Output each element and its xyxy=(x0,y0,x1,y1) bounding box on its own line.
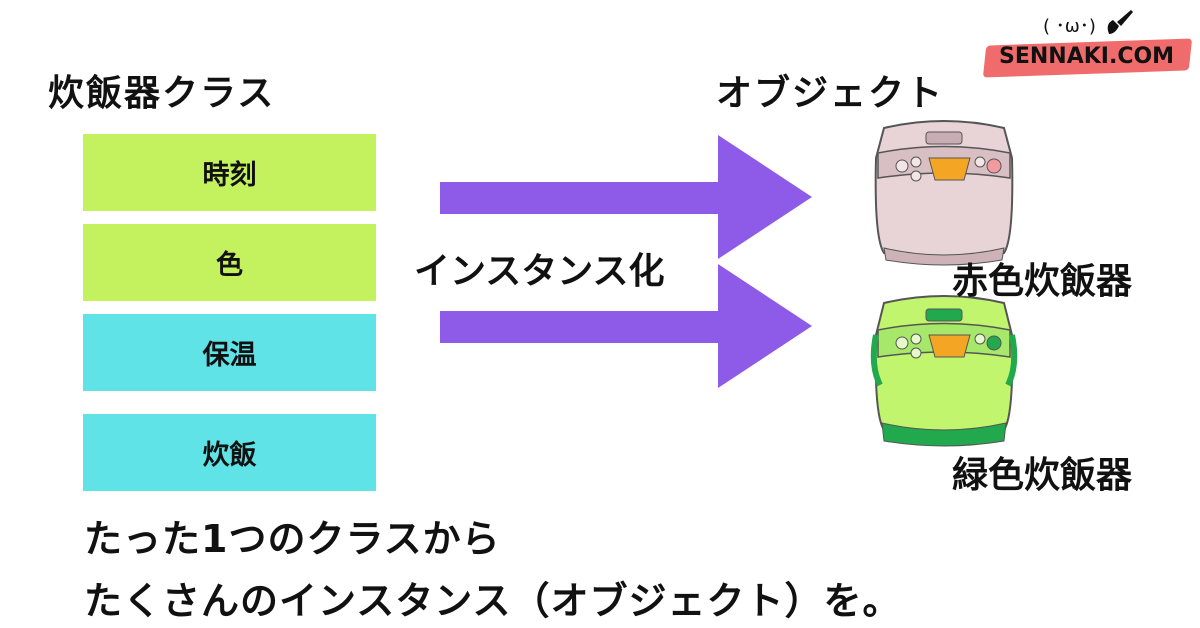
right-arrow-icon xyxy=(440,264,812,388)
instantiation-label: インスタンス化 xyxy=(414,251,665,292)
green-rice-cooker-icon xyxy=(870,295,1018,447)
right-arrow-icon xyxy=(440,135,812,259)
object-title: オブジェクト xyxy=(716,73,945,114)
class-field-keep-warm: 保温 xyxy=(83,314,376,391)
object-label-red: 赤色炊飯器 xyxy=(952,261,1133,302)
logo-face: ( ･ω･) xyxy=(1043,16,1096,37)
class-field-label: 炊飯 xyxy=(202,440,257,471)
class-field-label: 色 xyxy=(216,250,243,281)
site-logo[interactable]: ( ･ω･) SENNAKI.COM xyxy=(982,8,1195,78)
class-title: 炊飯器クラス xyxy=(48,73,276,114)
class-field-time: 時刻 xyxy=(83,134,376,211)
class-field-color: 色 xyxy=(83,224,376,301)
object-label-green: 緑色炊飯器 xyxy=(952,455,1133,496)
class-field-label: 保温 xyxy=(202,340,257,371)
class-field-label: 時刻 xyxy=(202,160,257,191)
caption-line-2: たくさんのインスタンス（オブジェクト）を。 xyxy=(84,579,902,623)
class-field-cook-rice: 炊飯 xyxy=(83,414,376,491)
logo-text: SENNAKI.COM xyxy=(999,44,1175,69)
paintbrush-icon xyxy=(1107,10,1133,34)
red-rice-cooker-icon xyxy=(874,120,1014,266)
caption-line-1: たった1つのクラスから xyxy=(84,517,501,561)
